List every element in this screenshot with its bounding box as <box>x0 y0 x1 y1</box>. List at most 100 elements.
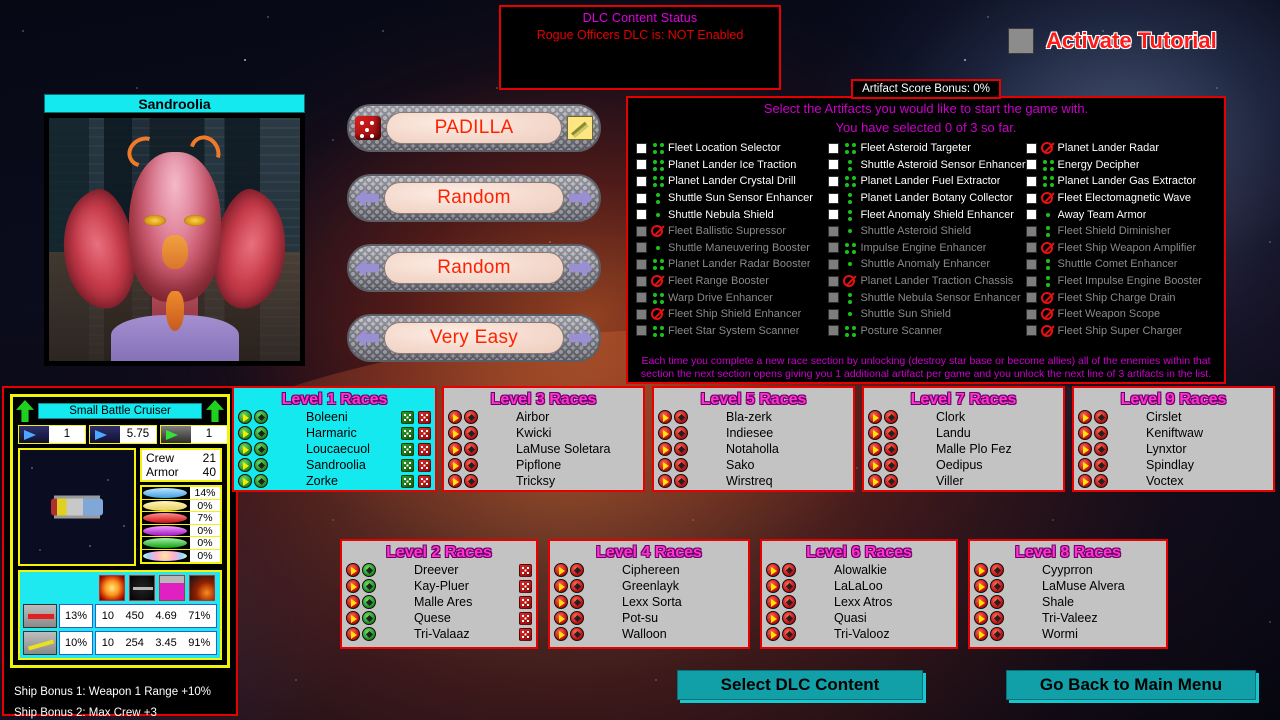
artifact-row[interactable]: Shuttle Nebula Shield <box>636 206 828 223</box>
race-play-orb-icon[interactable] <box>766 563 780 577</box>
race-status-orb-icon[interactable] <box>254 458 268 472</box>
race-row[interactable]: LaLaLoo <box>766 578 952 594</box>
race-status-orb-icon[interactable] <box>990 595 1004 609</box>
go-back-main-menu-button[interactable]: Go Back to Main Menu <box>1006 670 1256 700</box>
race-play-orb-icon[interactable] <box>658 474 672 488</box>
race-play-orb-icon[interactable] <box>554 563 568 577</box>
race-play-orb-icon[interactable] <box>974 611 988 625</box>
race-play-orb-icon[interactable] <box>1078 410 1092 424</box>
artifact-row[interactable]: Planet Lander Botany Collector <box>828 190 1025 207</box>
race-row[interactable]: Tricksy <box>448 473 639 489</box>
race-play-orb-icon[interactable] <box>658 410 672 424</box>
artifact-row[interactable]: Fleet Electomagnetic Wave <box>1025 190 1218 207</box>
race-status-orb-icon[interactable] <box>674 410 688 424</box>
race-play-orb-icon[interactable] <box>868 410 882 424</box>
left-arrow-icon[interactable] <box>355 257 379 279</box>
officer-name-selector[interactable]: PADILLA <box>347 104 601 152</box>
race-play-orb-icon[interactable] <box>1078 474 1092 488</box>
ship-selector[interactable]: Random <box>347 244 601 292</box>
difficulty-selector[interactable]: Very Easy <box>347 314 601 362</box>
artifact-row[interactable]: Fleet Ship Charge Drain <box>1025 289 1218 306</box>
artifact-row[interactable]: Fleet Ballistic Supressor <box>636 223 828 240</box>
race-status-orb-icon[interactable] <box>1094 458 1108 472</box>
race-status-orb-icon[interactable] <box>990 611 1004 625</box>
race-row[interactable]: Wirstreq <box>658 473 849 489</box>
artifact-row[interactable]: Shuttle Anomaly Enhancer <box>828 256 1025 273</box>
race-play-orb-icon[interactable] <box>1078 458 1092 472</box>
race-status-orb-icon[interactable] <box>464 474 478 488</box>
race-status-orb-icon[interactable] <box>570 611 584 625</box>
artifact-row[interactable]: Fleet Asteroid Targeter <box>828 140 1025 157</box>
race-status-orb-icon[interactable] <box>782 611 796 625</box>
race-status-orb-icon[interactable] <box>464 426 478 440</box>
artifact-row[interactable]: Planet Lander Crystal Drill <box>636 173 828 190</box>
select-dlc-content-button[interactable]: Select DLC Content <box>677 670 923 700</box>
race-status-orb-icon[interactable] <box>254 474 268 488</box>
race-status-orb-icon[interactable] <box>570 595 584 609</box>
race-status-orb-icon[interactable] <box>990 563 1004 577</box>
ship-selector-value-box[interactable]: Random <box>384 252 564 284</box>
artifact-row[interactable]: Fleet Ship Weapon Amplifier <box>1025 240 1218 257</box>
blast-icon[interactable] <box>189 575 215 601</box>
race-row[interactable]: Bla-zerk <box>658 409 849 425</box>
artifact-row[interactable]: Shuttle Sun Sensor Enhancer <box>636 190 828 207</box>
race-status-orb-icon[interactable] <box>782 627 796 641</box>
race-row[interactable]: Keniftwaw <box>1078 425 1269 441</box>
artifact-checkbox[interactable] <box>636 175 647 187</box>
race-row[interactable]: Voctex <box>1078 473 1269 489</box>
race-play-orb-icon[interactable] <box>238 458 252 472</box>
race-status-orb-icon[interactable] <box>362 579 376 593</box>
artifact-row[interactable]: Shuttle Comet Enhancer <box>1025 256 1218 273</box>
race-status-orb-icon[interactable] <box>782 579 796 593</box>
race-status-orb-icon[interactable] <box>674 426 688 440</box>
artifact-row[interactable]: Shuttle Maneuvering Booster <box>636 240 828 257</box>
race-selector-value-box[interactable]: Random <box>384 182 564 214</box>
difficulty-selector-value-box[interactable]: Very Easy <box>384 322 564 354</box>
race-play-orb-icon[interactable] <box>868 458 882 472</box>
race-row[interactable]: Dreever <box>346 562 532 578</box>
race-row[interactable]: Airbor <box>448 409 639 425</box>
race-row[interactable]: LaMuse Alvera <box>974 578 1162 594</box>
artifact-row[interactable]: Fleet Ship Super Charger <box>1025 323 1218 340</box>
race-row[interactable]: Boleeni <box>238 409 431 425</box>
race-row[interactable]: LaMuse Soletara <box>448 441 639 457</box>
race-status-orb-icon[interactable] <box>884 458 898 472</box>
race-play-orb-icon[interactable] <box>1078 426 1092 440</box>
race-play-orb-icon[interactable] <box>346 627 360 641</box>
race-status-orb-icon[interactable] <box>990 579 1004 593</box>
race-play-orb-icon[interactable] <box>238 410 252 424</box>
artifact-row[interactable]: Planet Lander Radar Booster <box>636 256 828 273</box>
race-play-orb-icon[interactable] <box>346 563 360 577</box>
race-row[interactable]: Ciphereen <box>554 562 744 578</box>
race-play-orb-icon[interactable] <box>766 595 780 609</box>
artifact-row[interactable]: Planet Lander Traction Chassis <box>828 273 1025 290</box>
race-play-orb-icon[interactable] <box>346 611 360 625</box>
race-play-orb-icon[interactable] <box>554 579 568 593</box>
left-arrow-icon[interactable] <box>355 327 379 349</box>
left-arrow-icon[interactable] <box>355 187 379 209</box>
race-row[interactable]: Sandroolia <box>238 457 431 473</box>
race-row[interactable]: Shale <box>974 594 1162 610</box>
race-row[interactable]: Tri-Valaaz <box>346 626 532 642</box>
artifact-row[interactable]: Fleet Impulse Engine Booster <box>1025 273 1218 290</box>
race-play-orb-icon[interactable] <box>766 611 780 625</box>
red-dice-icon[interactable] <box>355 116 381 140</box>
artifact-checkbox[interactable] <box>1025 175 1037 187</box>
race-status-orb-icon[interactable] <box>570 627 584 641</box>
race-row[interactable]: Loucaecuol <box>238 441 431 457</box>
artifact-row[interactable]: Posture Scanner <box>828 323 1025 340</box>
race-play-orb-icon[interactable] <box>868 426 882 440</box>
race-row[interactable]: Spindlay <box>1078 457 1269 473</box>
race-row[interactable]: Malle Ares <box>346 594 532 610</box>
race-play-orb-icon[interactable] <box>346 579 360 593</box>
race-status-orb-icon[interactable] <box>884 426 898 440</box>
race-status-orb-icon[interactable] <box>674 474 688 488</box>
race-status-orb-icon[interactable] <box>362 611 376 625</box>
race-row[interactable]: Viller <box>868 473 1059 489</box>
race-play-orb-icon[interactable] <box>448 426 462 440</box>
shield-icon[interactable] <box>129 575 155 601</box>
race-status-orb-icon[interactable] <box>362 563 376 577</box>
torpedo-icon[interactable] <box>159 575 185 601</box>
upgrade-up-icon[interactable] <box>206 400 224 422</box>
race-row[interactable]: Notaholla <box>658 441 849 457</box>
